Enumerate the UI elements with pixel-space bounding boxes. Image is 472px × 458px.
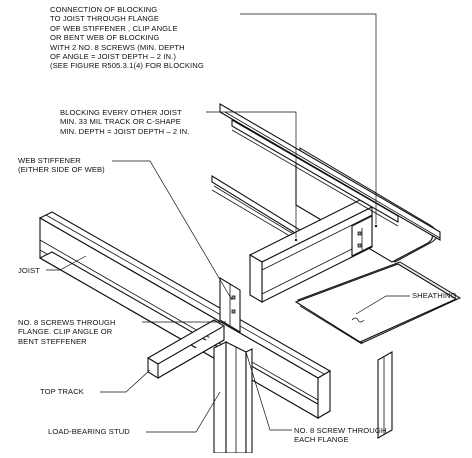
load-bearing-stud xyxy=(213,341,253,454)
connection-note: CONNECTION OF BLOCKING TO JOIST THROUGH … xyxy=(50,5,204,71)
web-stiffener-label: WEB STIFFENER (EITHER SIDE OF WEB) xyxy=(18,156,105,175)
load-bearing-stud-label: LOAD-BEARING STUD xyxy=(48,427,130,436)
top-track xyxy=(146,319,226,379)
top-track-label: TOP TRACK xyxy=(40,387,84,396)
blocking-note: BLOCKING EVERY OTHER JOIST MIN. 33 MIL T… xyxy=(60,108,190,136)
screw-each-flange-label: NO. 8 SCREW THROUGH EACH FLANGE xyxy=(294,426,387,445)
leader-lines xyxy=(46,13,410,433)
sheathing-label: SHEATHING xyxy=(412,291,457,300)
blocking xyxy=(248,199,374,303)
joist-label: JOIST xyxy=(18,266,41,275)
rim-track xyxy=(377,351,393,439)
back-joist xyxy=(211,103,441,243)
web-stiffener xyxy=(219,277,241,333)
screws-flange-label: NO. 8 SCREWS THROUGH FLANGE. CLIP ANGLE … xyxy=(18,318,116,346)
